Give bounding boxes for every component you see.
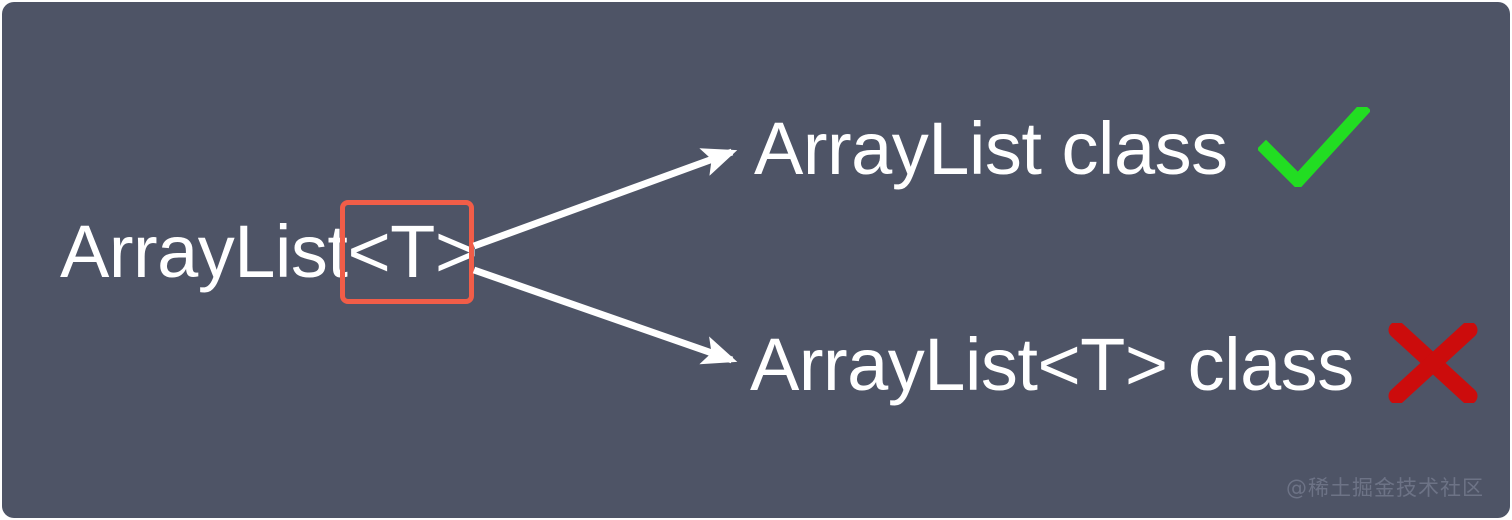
source-type-label: ArrayList<T> bbox=[60, 200, 478, 304]
arrow-to-wrong bbox=[472, 266, 738, 365]
check-mark-icon bbox=[1256, 101, 1371, 192]
branch-wrong-label: ArrayList<T> class bbox=[750, 323, 1354, 406]
arrow-to-correct bbox=[472, 148, 738, 250]
watermark-text: @稀土掘金技术社区 bbox=[1286, 476, 1484, 500]
branch-correct: ArrayList class bbox=[754, 101, 1371, 192]
cross-mark-icon bbox=[1388, 321, 1478, 408]
branch-wrong: ArrayList<T> class bbox=[750, 321, 1478, 408]
source-type-text: ArrayList<T> bbox=[60, 210, 478, 293]
branch-correct-label: ArrayList class bbox=[754, 107, 1228, 190]
